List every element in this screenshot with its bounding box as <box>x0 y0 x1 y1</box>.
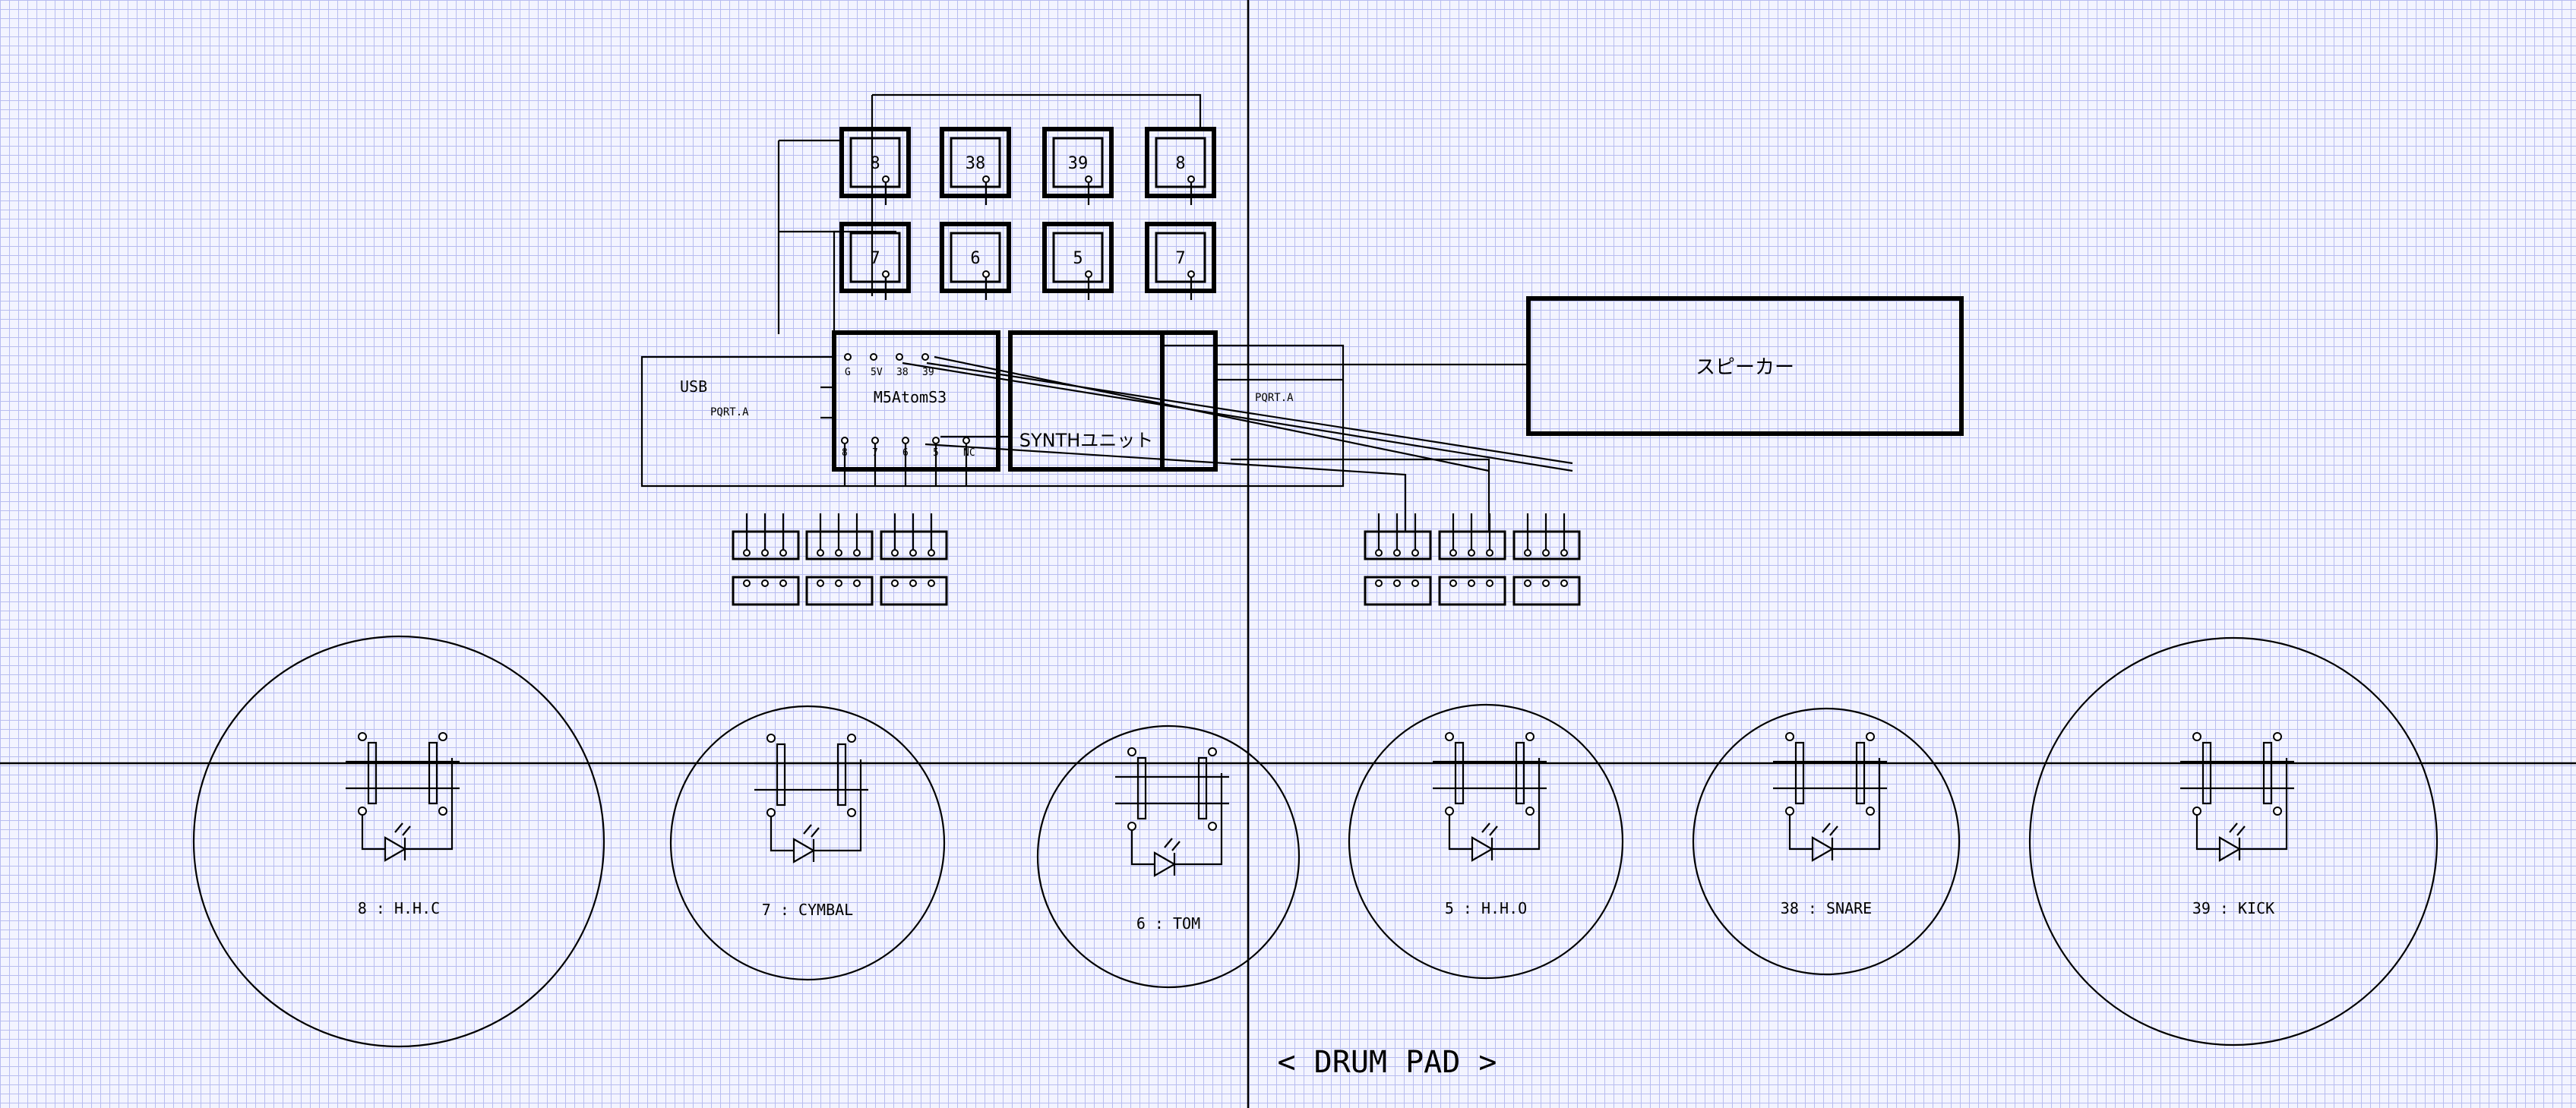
port-a-right-label: PQRT.A <box>1255 392 1294 404</box>
pad-label: 8 : H.H.C <box>358 899 440 917</box>
button-label: 5 <box>1073 249 1083 268</box>
speaker: スピーカー <box>1526 296 1964 436</box>
m5atoms3-label: M5AtomS3 <box>874 388 947 406</box>
push-button-3: 39 <box>1042 127 1114 205</box>
mcu-top-pin: 5V <box>871 367 883 378</box>
mcu-top-pin: G <box>845 367 851 378</box>
push-button-7: 5 <box>1042 222 1114 300</box>
pad-label: 39 : KICK <box>2192 899 2274 917</box>
drum-pad-2: 7 : CYMBAL <box>669 705 946 981</box>
connector-1 <box>732 513 800 606</box>
push-button-5: 7 <box>839 222 911 300</box>
connector-5 <box>1438 513 1506 606</box>
connector-6 <box>1512 513 1581 606</box>
drum-pad-4: 5 : H.H.O <box>1348 703 1624 980</box>
mcu-top-pin: 39 <box>922 367 934 378</box>
drum-pads: 8 : H.H.C 7 : CYMBAL 6 : TOM 5 : H.H.O 38 : … <box>192 635 2439 1048</box>
pad-label: 38 : SNARE <box>1781 899 1872 917</box>
diagram-title: < DRUM PAD > <box>1278 1045 1497 1080</box>
button-label: 8 <box>1175 154 1185 173</box>
button-label: 39 <box>1068 154 1089 173</box>
button-label: 7 <box>1175 249 1185 268</box>
drum-pad-1: 8 : H.H.C <box>192 635 605 1048</box>
push-button-8: 7 <box>1145 222 1216 300</box>
connector-group <box>732 513 1581 606</box>
pad-label: 7 : CYMBAL <box>762 901 853 919</box>
connector-4 <box>1364 513 1432 606</box>
button-label: 6 <box>970 249 980 268</box>
button-label: 38 <box>966 154 986 173</box>
mcu-bottom-pin: NC <box>963 447 975 459</box>
push-button-1: 8 <box>839 127 911 205</box>
connector-3 <box>880 513 948 606</box>
connector-2 <box>805 513 874 606</box>
push-button-6: 6 <box>940 222 1011 300</box>
speaker-label: スピーカー <box>1696 356 1794 379</box>
pad-label: 5 : H.H.O <box>1445 899 1527 917</box>
mcu-top-pin: 38 <box>896 367 909 378</box>
port-a-left-label: PQRT.A <box>710 406 749 418</box>
push-button-4: 8 <box>1145 127 1216 205</box>
button-grid: 8 38 39 8 7 6 5 7 <box>839 127 1216 300</box>
synth-unit-label: SYNTHユニット <box>1019 430 1154 451</box>
usb-label: USB <box>680 377 707 396</box>
main-wiring <box>640 93 1573 532</box>
drum-pad-3: 6 : TOM <box>1036 724 1301 989</box>
drum-pad-5: 38 : SNARE <box>1692 707 1961 976</box>
drum-pad-6: 39 : KICK <box>2028 636 2439 1046</box>
pad-label: 6 : TOM <box>1136 914 1200 933</box>
push-button-2: 38 <box>940 127 1011 205</box>
synth-unit: SYNTHユニット <box>1008 330 1218 472</box>
